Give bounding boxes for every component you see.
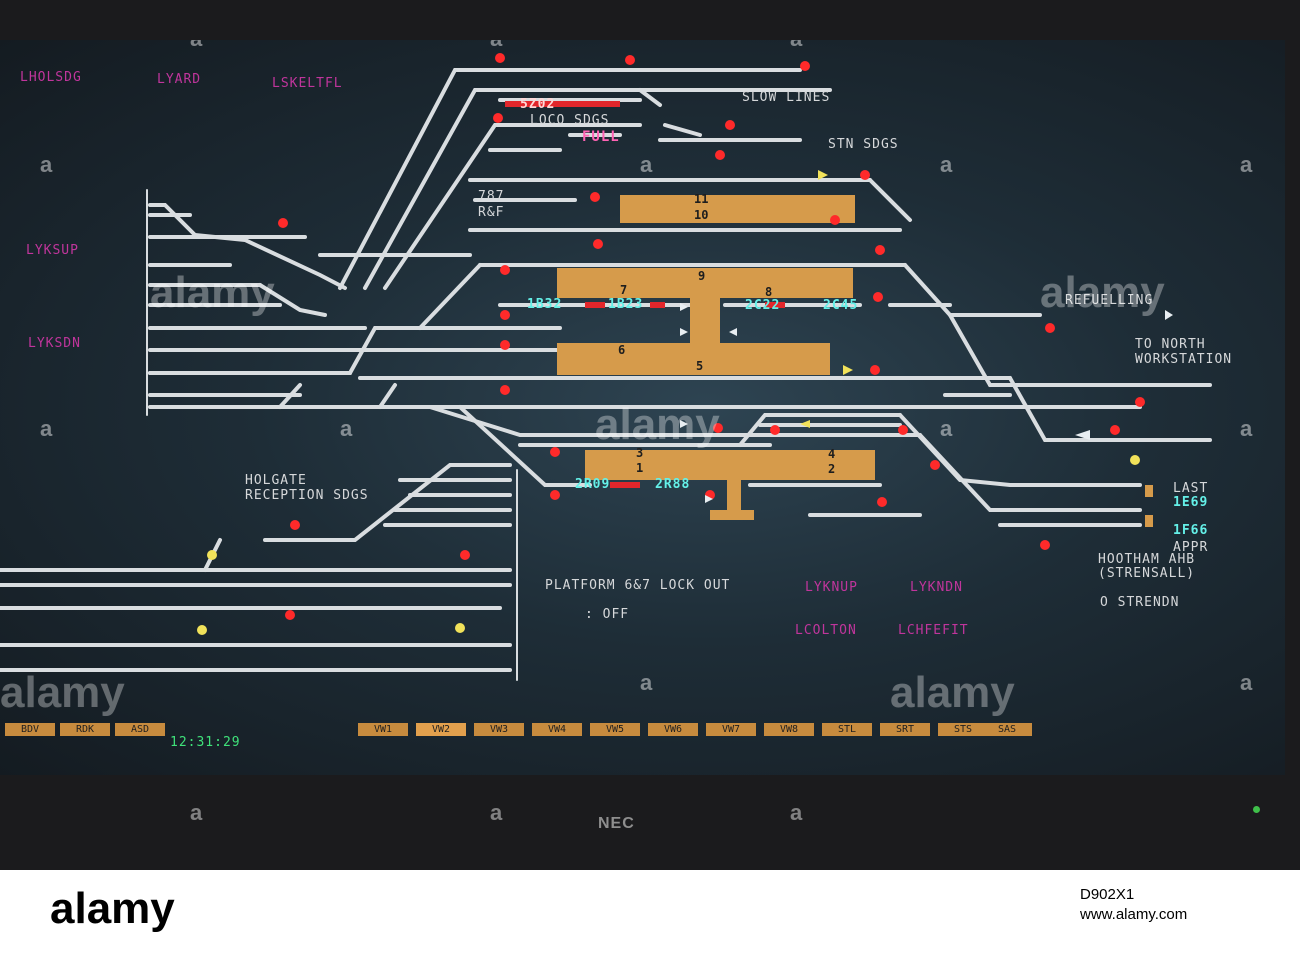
watermark-a-icon: a <box>490 800 503 825</box>
berth-1e69[interactable]: 1E69 <box>1173 495 1209 510</box>
platform-number-5: 5 <box>696 359 704 373</box>
platform-number-11: 11 <box>694 192 709 206</box>
area-label-lchfefit[interactable]: LCHFEFIT <box>898 623 969 638</box>
berth-1b23[interactable]: 1B23 <box>608 297 644 312</box>
view-button-bdv[interactable]: BDV <box>5 723 55 736</box>
label-workstation: WORKSTATION <box>1135 352 1233 367</box>
watermark-text: alamy <box>1040 268 1165 317</box>
view-button-vw4[interactable]: VW4 <box>532 723 582 736</box>
watermark-a-icon: a <box>640 670 653 695</box>
label-slow-lines: SLOW LINES <box>742 90 831 105</box>
berth-full-indicator: FULL <box>582 129 620 145</box>
watermark-a-icon: a <box>1240 670 1253 695</box>
watermark-a-icon: a <box>1240 416 1253 441</box>
label-strendn[interactable]: O STRENDN <box>1100 595 1180 610</box>
label-loco-sdgs: LOCO SDGS <box>530 113 610 128</box>
view-button-vw2[interactable]: VW2 <box>416 723 466 736</box>
platform-number-10: 10 <box>694 208 709 222</box>
watermark-text: alamy <box>150 268 275 317</box>
view-button-vw8[interactable]: VW8 <box>764 723 814 736</box>
view-button-vw7[interactable]: VW7 <box>706 723 756 736</box>
watermark-a-icon: a <box>940 152 953 177</box>
watermark-text: alamy <box>0 668 125 717</box>
watermark-a-icon: a <box>640 152 653 177</box>
label-r-and-f: R&F <box>478 205 505 220</box>
area-label-lyknup[interactable]: LYKNUP <box>805 580 858 595</box>
platform-number-4: 4 <box>828 447 836 461</box>
view-button-sts[interactable]: STS <box>938 723 988 736</box>
watermark-a-icon: a <box>340 416 353 441</box>
label-refuelling: REFUELLING <box>1065 293 1154 308</box>
watermark-a-icon: a <box>790 40 802 52</box>
label-last: LAST <box>1173 481 1209 496</box>
view-button-sas[interactable]: SAS <box>982 723 1032 736</box>
platform-number-7: 7 <box>620 283 628 297</box>
watermark-a-icon: a <box>190 800 203 825</box>
platform-number-6: 6 <box>618 343 626 357</box>
platform-number-2: 2 <box>828 462 836 476</box>
area-label-lskeltfl[interactable]: LSKELTFL <box>272 76 343 91</box>
track-diagram <box>0 53 1212 681</box>
view-button-srt[interactable]: SRT <box>880 723 930 736</box>
footer-id-line1: D902X1 <box>1080 886 1135 903</box>
view-button-vw5[interactable]: VW5 <box>590 723 640 736</box>
watermark-a-icon: a <box>940 416 953 441</box>
watermark-a-icon: a <box>790 800 803 825</box>
platform-lock-out-label: PLATFORM 6&7 LOCK OUT <box>545 578 731 593</box>
platform-lock-state[interactable]: : OFF <box>585 607 630 622</box>
label-stn-sdgs: STN SDGS <box>828 137 899 152</box>
platform-number-1: 1 <box>636 461 644 475</box>
view-button-asd[interactable]: ASD <box>115 723 165 736</box>
label-reception-sdgs: RECEPTION SDGS <box>245 488 369 503</box>
area-label-lyksup[interactable]: LYKSUP <box>26 243 79 258</box>
label-strensall: (STRENSALL) <box>1098 566 1196 581</box>
area-label-lyard[interactable]: LYARD <box>157 72 202 87</box>
view-button-vw6[interactable]: VW6 <box>648 723 698 736</box>
stock-footer <box>0 870 1300 956</box>
view-button-vw3[interactable]: VW3 <box>474 723 524 736</box>
view-button-rdk[interactable]: RDK <box>60 723 110 736</box>
berth-2r88[interactable]: 2R88 <box>655 477 691 492</box>
berth-2r09[interactable]: 2R09 <box>575 477 611 492</box>
system-clock: 12:31:29 <box>170 735 241 750</box>
berth-2c45[interactable]: 2C45 <box>823 298 859 313</box>
area-label-lholsdg[interactable]: LHOLSDG <box>20 70 82 85</box>
berth-1f66[interactable]: 1F66 <box>1173 523 1209 538</box>
watermark-text: alamy <box>890 668 1015 717</box>
label-hootham-ahb: HOOTHAM AHB <box>1098 552 1196 567</box>
footer-image-id: D902X1 www.alamy.com <box>1080 885 1187 925</box>
area-label-lykndn[interactable]: LYKNDN <box>910 580 963 595</box>
berth-5z02[interactable]: 5Z02 <box>520 97 556 112</box>
label-appr: APPR <box>1173 540 1209 555</box>
area-label-lcolton[interactable]: LCOLTON <box>795 623 857 638</box>
footer-id-line2: www.alamy.com <box>1080 906 1188 923</box>
area-label-lyksdn[interactable]: LYKSDN <box>28 336 81 351</box>
view-button-stl[interactable]: STL <box>822 723 872 736</box>
berth-2c22[interactable]: 2C22 <box>745 298 781 313</box>
watermark-a-icon: a <box>40 152 53 177</box>
watermark-a-icon: a <box>190 40 202 52</box>
label-to-north: TO NORTH <box>1135 337 1206 352</box>
platform-number-8: 8 <box>765 285 773 299</box>
label-holgate: HOLGATE <box>245 473 307 488</box>
signalling-display: LHOLSDG LYARD LSKELTFL LYKSUP LYKSDN LYK… <box>0 40 1285 775</box>
label-r-and-f-code: 787 <box>478 189 505 204</box>
power-led-icon <box>1253 806 1260 813</box>
berth-1b32[interactable]: 1B32 <box>527 297 563 312</box>
platform-number-3: 3 <box>636 446 644 460</box>
footer-logo: alamy <box>50 884 175 933</box>
watermark-a-icon: a <box>490 40 502 52</box>
view-button-vw1[interactable]: VW1 <box>358 723 408 736</box>
watermark-a-icon: a <box>1240 152 1253 177</box>
watermark-text: alamy <box>595 400 720 449</box>
monitor-brand-logo: NEC <box>598 815 635 832</box>
platform-number-9: 9 <box>698 269 706 283</box>
watermark-a-icon: a <box>40 416 53 441</box>
